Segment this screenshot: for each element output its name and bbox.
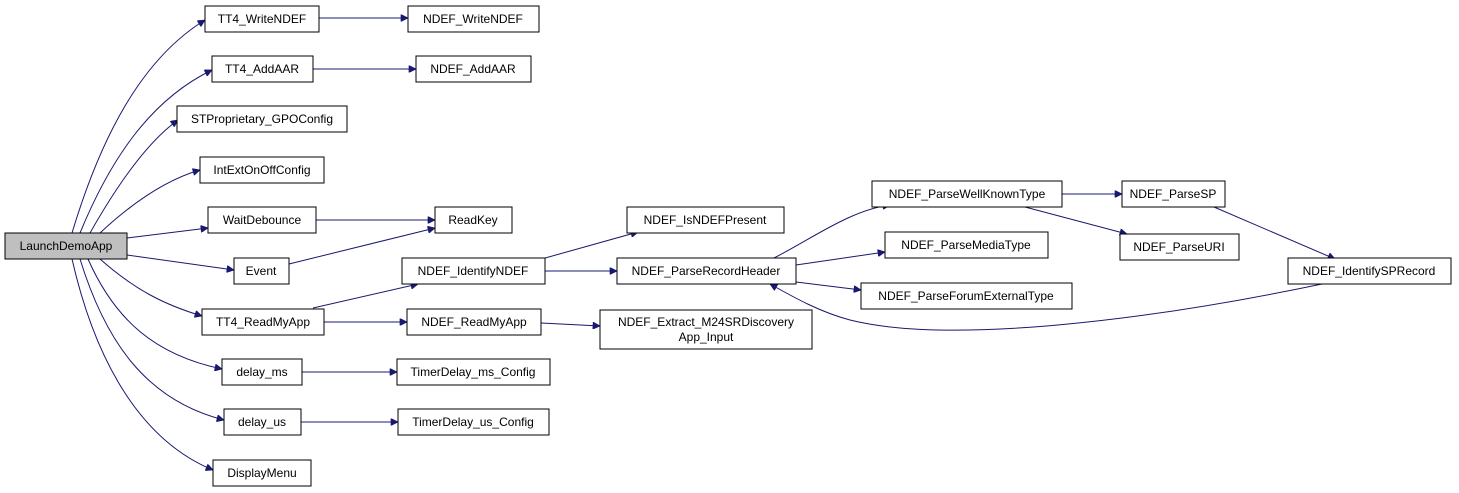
node-ndef-isndefpresent[interactable]: NDEF_IsNDEFPresent: [626, 206, 785, 234]
node-ndef-addaar[interactable]: NDEF_AddAAR: [415, 55, 532, 83]
edge-launch-delayus: [79, 258, 224, 420]
node-waitdebounce[interactable]: WaitDebounce: [207, 206, 317, 234]
node-label: NDEF_IdentifySPRecord: [1303, 264, 1436, 278]
node-ndef-parseuri[interactable]: NDEF_ParseURI: [1119, 233, 1240, 261]
edge-ndefread-extract: [540, 323, 600, 326]
edge-ident-ispresent: [537, 232, 638, 261]
edge-launch-waitdeb: [126, 228, 208, 239]
node-delay-us[interactable]: delay_us: [223, 408, 302, 436]
node-label: IntExtOnOffConfig: [213, 163, 310, 177]
function-nodes: LaunchDemoApp TT4_WriteNDEF TT4_AddAAR S…: [4, 5, 1452, 487]
node-label: NDEF_IsNDEFPresent: [644, 213, 767, 227]
node-label: STProprietary_GPOConfig: [191, 112, 333, 126]
edge-parsesp-identsp: [1213, 206, 1335, 259]
node-label: NDEF_Extract_M24SRDiscovery: [618, 315, 794, 329]
node-timerdelay-ms-config[interactable]: TimerDelay_ms_Config: [396, 358, 551, 386]
node-label: DisplayMenu: [227, 466, 296, 480]
node-label: NDEF_ParseMediaType: [901, 238, 1031, 252]
node-ndef-parserecordheader[interactable]: NDEF_ParseRecordHeader: [616, 257, 797, 285]
node-stproprietary-gpoconfig[interactable]: STProprietary_GPOConfig: [176, 105, 348, 133]
node-ndef-parsemediatype[interactable]: NDEF_ParseMediaType: [884, 231, 1049, 259]
node-launchdemoapp[interactable]: LaunchDemoApp: [4, 232, 128, 260]
node-label: NDEF_IdentifyNDEF: [418, 264, 529, 278]
node-label: NDEF_ParseURI: [1133, 240, 1224, 254]
node-label: WaitDebounce: [223, 213, 302, 227]
node-label: TT4_AddAAR: [225, 62, 299, 76]
node-ndef-parseforumexternaltype[interactable]: NDEF_ParseForumExternalType: [860, 282, 1073, 310]
edge-identsp-parsehdr: [770, 283, 1323, 331]
edge-launch-event: [126, 254, 234, 270]
node-label: TT4_WriteNDEF: [218, 12, 306, 26]
node-ndef-writendef[interactable]: NDEF_WriteNDEF: [407, 5, 540, 33]
node-event[interactable]: Event: [233, 257, 290, 285]
node-label: NDEF_WriteNDEF: [423, 12, 523, 26]
node-readkey[interactable]: ReadKey: [434, 206, 513, 234]
edge-wellknown-parseuri: [1024, 206, 1127, 234]
node-tt4-addaar[interactable]: TT4_AddAAR: [211, 55, 314, 83]
node-label: NDEF_ParseRecordHeader: [632, 264, 781, 278]
node-displaymenu[interactable]: DisplayMenu: [212, 459, 312, 487]
edge-launch-intext: [99, 170, 200, 234]
node-label: TT4_ReadMyApp: [216, 315, 310, 329]
node-delay-ms[interactable]: delay_ms: [221, 358, 303, 386]
node-tt4-readmyapp[interactable]: TT4_ReadMyApp: [201, 308, 325, 336]
edge-parsehdr-forum: [795, 281, 861, 290]
node-ndef-parsewellknowntype[interactable]: NDEF_ParseWellKnownType: [871, 180, 1063, 208]
edge-parsehdr-wellknown: [771, 205, 890, 260]
node-label: NDEF_ParseForumExternalType: [878, 289, 1054, 303]
node-label: delay_ms: [236, 365, 287, 379]
edge-launch-tt4aar: [79, 70, 212, 234]
edge-launch-display: [71, 258, 213, 470]
node-ndef-extract-m24srdiscovery-app-input[interactable]: NDEF_Extract_M24SRDiscovery App_Input: [599, 309, 813, 350]
edge-launch-delayms: [87, 258, 222, 369]
node-tt4-writendef[interactable]: TT4_WriteNDEF: [204, 5, 320, 33]
node-label: NDEF_ReadMyApp: [421, 315, 527, 329]
call-edges: [71, 18, 1335, 470]
node-label: LaunchDemoApp: [20, 239, 113, 253]
node-ndef-readmyapp[interactable]: NDEF_ReadMyApp: [406, 308, 542, 336]
node-label: TimerDelay_ms_Config: [411, 365, 536, 379]
node-label-line2: App_Input: [679, 330, 734, 344]
node-label: NDEF_ParseWellKnownType: [889, 187, 1046, 201]
node-ndef-identifyndef[interactable]: NDEF_IdentifyNDEF: [401, 257, 546, 285]
node-label: TimerDelay_us_Config: [412, 415, 534, 429]
edge-launch-stgpo: [89, 120, 178, 234]
node-label: NDEF_AddAAR: [430, 62, 516, 76]
edge-launch-tt4read: [99, 258, 202, 316]
node-label: delay_us: [238, 415, 286, 429]
edge-parsehdr-media: [795, 252, 885, 266]
edge-event-readkey: [288, 228, 435, 265]
node-intextonoffconfig[interactable]: IntExtOnOffConfig: [199, 156, 325, 184]
node-ndef-identifyesprecord[interactable]: NDEF_IdentifySPRecord: [1287, 257, 1452, 285]
node-label: NDEF_ParseSP: [1130, 187, 1217, 201]
node-timerdelay-us-config[interactable]: TimerDelay_us_Config: [397, 408, 550, 436]
node-ndef-parsesp[interactable]: NDEF_ParseSP: [1121, 180, 1226, 208]
node-label: Event: [246, 264, 277, 278]
edge-launch-tt4write: [71, 19, 205, 234]
node-label: ReadKey: [448, 213, 497, 227]
edge-tt4read-ident: [312, 284, 418, 309]
